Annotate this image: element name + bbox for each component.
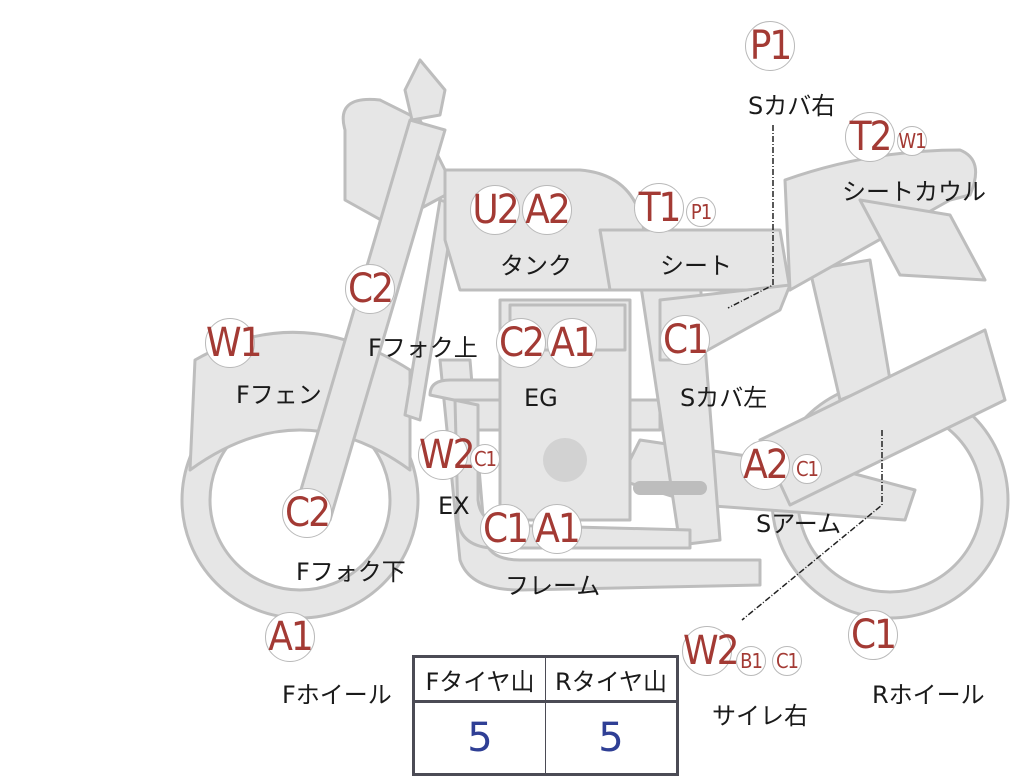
rear-tyre-header: Rタイヤ山 (545, 656, 678, 703)
code-badge: C2 (345, 264, 395, 314)
part-label-front-fork-upper: Fフォク上 (368, 334, 478, 362)
code-badge: A2 (740, 440, 790, 490)
part-label-frame: フレーム (505, 572, 601, 600)
code-badge: P1 (745, 21, 795, 71)
code-badge: C1 (480, 504, 530, 554)
part-label-front-wheel: Fホイール (282, 681, 392, 709)
code-badge: A1 (265, 612, 315, 662)
part-label-silencer-right: サイレ右 (712, 702, 808, 730)
code-badge: C1 (660, 315, 710, 365)
code-badge: A1 (532, 504, 582, 554)
code-badge: W1 (205, 318, 262, 368)
part-label-exhaust: EX (438, 492, 470, 520)
code-badge: C1 (772, 646, 802, 676)
code-badge: T1 (634, 183, 684, 233)
tyre-tread-table: Fタイヤ山 Rタイヤ山 5 5 (412, 655, 679, 776)
rear-tyre-value: 5 (545, 701, 678, 775)
part-label-tank: タンク (500, 252, 572, 280)
front-tyre-header: Fタイヤ山 (413, 656, 546, 703)
code-badge: P1 (686, 197, 716, 227)
part-label-seat-cowl: シートカウル (842, 178, 986, 206)
front-tyre-value: 5 (413, 701, 546, 775)
code-badge: B1 (736, 646, 766, 676)
part-label-seat: シート (660, 252, 732, 280)
code-badge: A2 (522, 185, 572, 235)
part-label-engine: EG (524, 384, 558, 412)
code-badge: W2 (682, 626, 739, 676)
code-badge: C1 (792, 454, 822, 484)
code-badge: A1 (547, 318, 597, 368)
code-badge: T2 (845, 112, 895, 162)
code-badge: C1 (848, 610, 898, 660)
part-label-front-fender: Fフェン (236, 381, 322, 409)
part-label-side-cover-left: Sカバ左 (680, 384, 768, 412)
part-label-swing-arm: Sアーム (756, 510, 842, 538)
part-label-rear-wheel: Rホイール (872, 681, 985, 709)
code-badge: U2 (470, 185, 520, 235)
code-badge: C2 (496, 318, 546, 368)
code-badge: C1 (470, 444, 500, 474)
code-badge: W1 (897, 126, 927, 156)
part-label-front-fork-lower: Fフォク下 (296, 558, 406, 586)
code-badge: W2 (418, 430, 475, 480)
part-label-side-cover-right: Sカバ右 (748, 92, 836, 120)
code-badge: C2 (282, 488, 332, 538)
